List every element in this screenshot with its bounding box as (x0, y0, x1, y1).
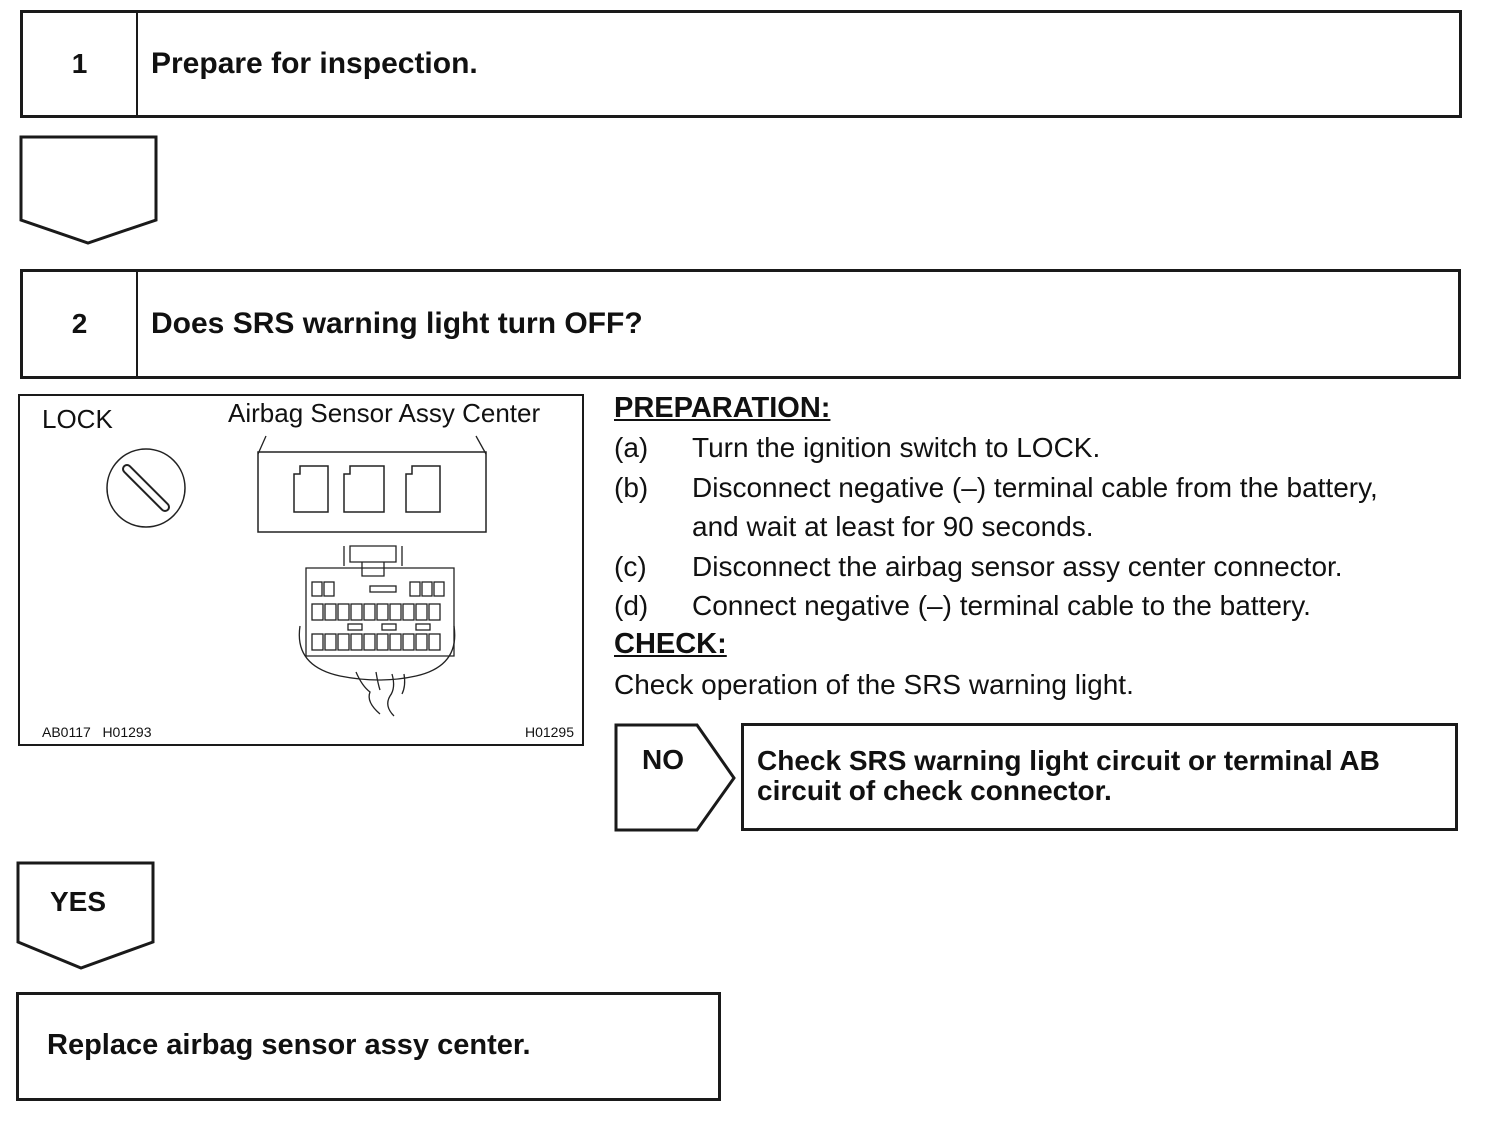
step-1-title: Prepare for inspection. (151, 47, 478, 80)
prep-item-c: (c) Disconnect the airbag sensor assy cen… (614, 547, 1343, 586)
no-result-line1: Check SRS warning light circuit or termi… (757, 745, 1380, 776)
prep-item-d: (d) Connect negative (–) terminal cable t… (614, 586, 1311, 625)
check-heading: CHECK: (614, 628, 727, 660)
connector-drawing (106, 435, 487, 717)
prep-item-a-text: Turn the ignition switch to LOCK. (692, 432, 1101, 463)
figure-code-left: AB0117 H01293 (42, 724, 152, 740)
airbag-sensor-shape (257, 451, 487, 533)
prep-item-b: (b) Disconnect negative (–) terminal cabl… (614, 468, 1378, 507)
illustration-figure: LOCK Airbag Sensor Assy Center (18, 394, 584, 746)
yes-result-box: Replace airbag sensor assy center. (16, 992, 721, 1101)
prep-item-b-text: Disconnect negative (–) terminal cable f… (692, 472, 1378, 503)
no-result-box: Check SRS warning light circuit or termi… (741, 723, 1458, 831)
prep-item-b-continued: and wait at least for 90 seconds. (692, 507, 1094, 546)
down-arrow-shape (19, 135, 158, 245)
no-arrow-shape (614, 723, 736, 832)
step-2-title: Does SRS warning light turn OFF? (151, 307, 643, 340)
no-result-line2: circuit of check connector. (757, 775, 1112, 806)
step-1-box: 1 Prepare for inspection. (20, 10, 1462, 118)
prep-item-b-text2: and wait at least for 90 seconds. (692, 511, 1094, 542)
lock-label: LOCK (42, 404, 113, 434)
prep-item-a: (a) Turn the ignition switch to LOCK. (614, 428, 1100, 467)
prep-item-b-label: (b) (614, 472, 649, 503)
prep-item-c-label: (c) (614, 551, 647, 582)
figure-code-right: H01295 (524, 724, 574, 740)
step-2-box: 2 Does SRS warning light turn OFF? (20, 269, 1461, 379)
prep-item-c-text: Disconnect the airbag sensor assy center… (692, 551, 1343, 582)
no-label: NO (642, 744, 684, 775)
step-1-number: 1 (23, 13, 138, 115)
connector-plug-shape (298, 545, 456, 717)
check-text: Check operation of the SRS warning light… (614, 669, 1134, 700)
prep-item-a-label: (a) (614, 432, 649, 463)
step-2-number: 2 (23, 272, 138, 376)
prep-item-d-label: (d) (614, 590, 649, 621)
preparation-heading: PREPARATION: (614, 392, 831, 424)
yes-label: YES (50, 886, 107, 917)
sensor-label: Airbag Sensor Assy Center (228, 398, 541, 428)
yes-result-text: Replace airbag sensor assy center. (47, 1029, 531, 1061)
yes-arrow-shape (16, 861, 155, 970)
prep-item-d-text: Connect negative (–) terminal cable to t… (692, 590, 1311, 621)
ignition-key-icon (106, 448, 186, 528)
